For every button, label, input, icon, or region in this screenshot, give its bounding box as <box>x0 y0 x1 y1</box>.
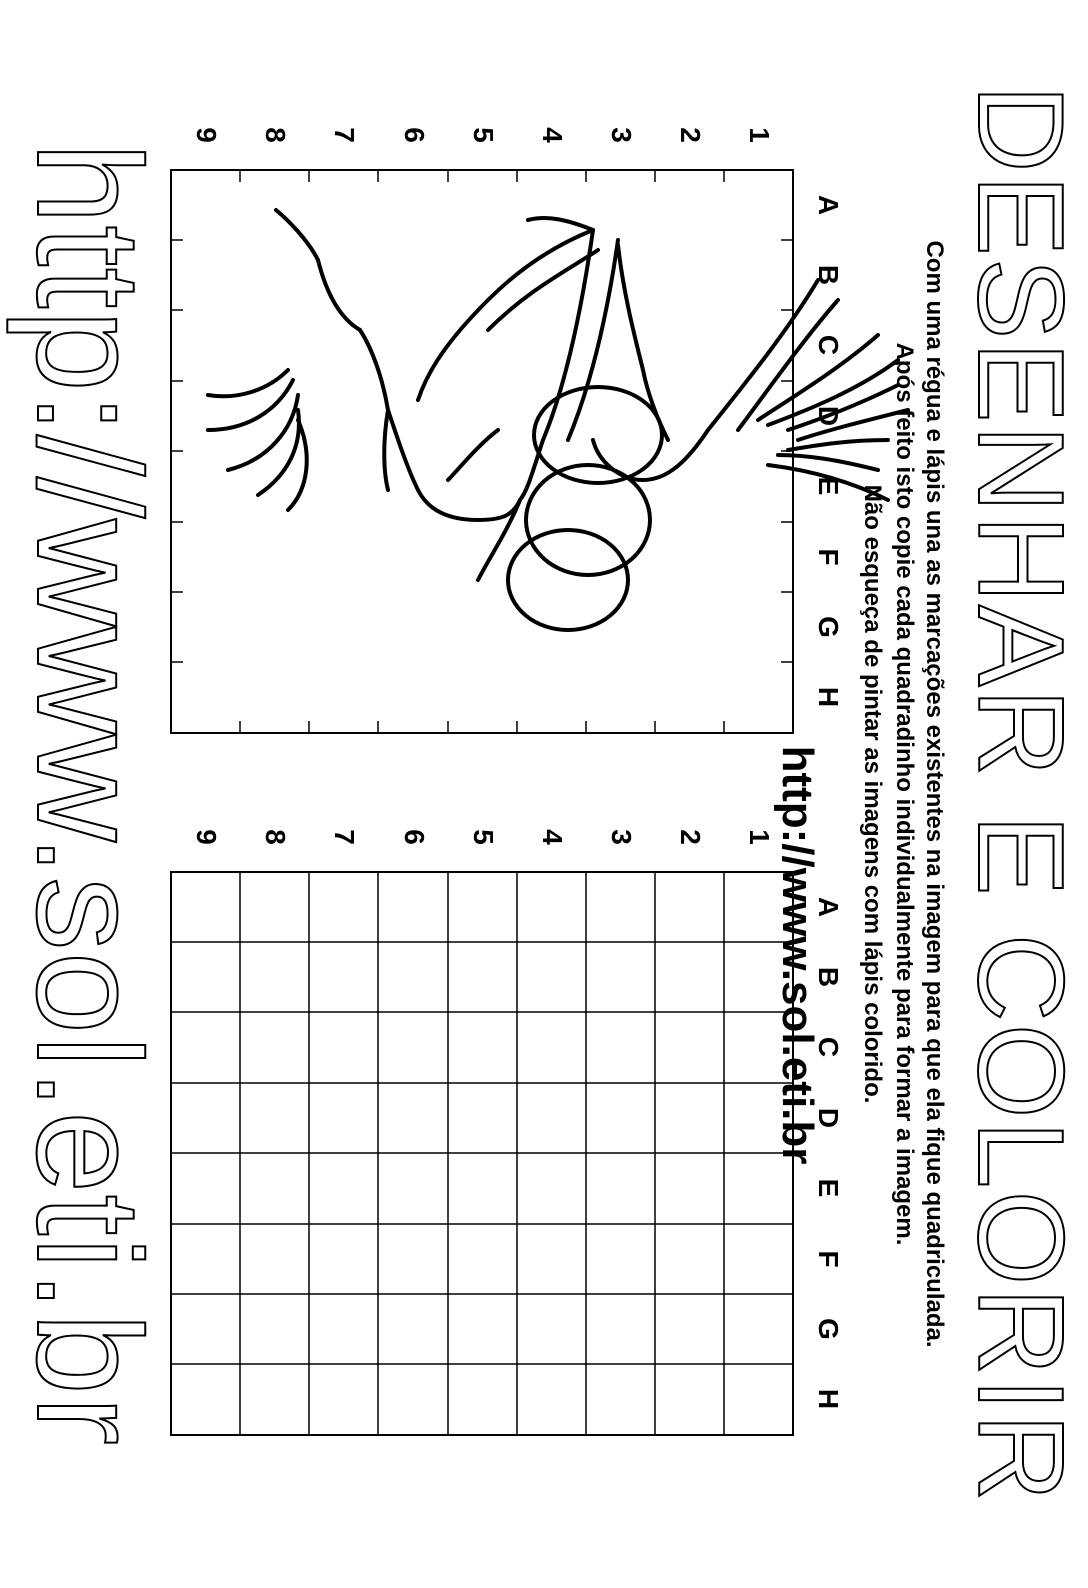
col-label: D <box>813 1107 844 1129</box>
col-label: E <box>813 1178 844 1198</box>
row-label: 9 <box>191 829 222 845</box>
row-label: 4 <box>537 829 568 845</box>
col-label: H <box>813 1388 844 1410</box>
col-label: A <box>813 896 844 918</box>
row-label: 5 <box>468 829 499 845</box>
col-label: G <box>813 1318 844 1340</box>
row-label: 2 <box>675 829 706 845</box>
footer-url: http://www.sol.eti.br <box>5 141 172 1447</box>
row-label: 6 <box>399 829 430 845</box>
row-label: 3 <box>606 829 637 845</box>
col-label: F <box>813 1250 844 1268</box>
palm-tree-drawing <box>206 208 910 632</box>
row-label: 1 <box>744 829 775 845</box>
col-label: C <box>813 1036 844 1058</box>
row-label: 8 <box>260 829 291 845</box>
col-label: B <box>813 966 844 988</box>
row-label: 7 <box>329 829 360 845</box>
